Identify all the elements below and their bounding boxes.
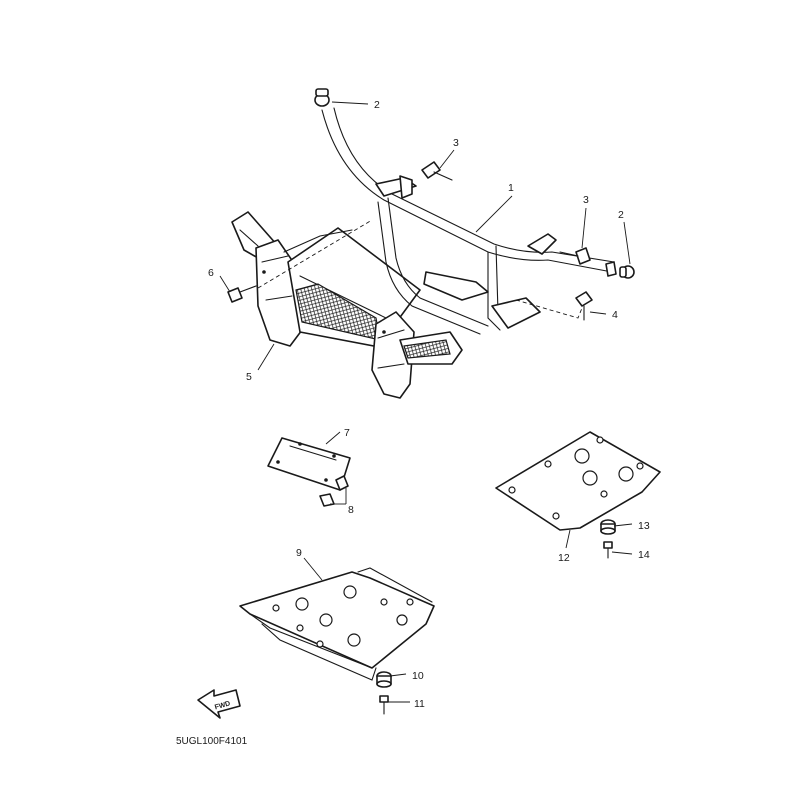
forward-direction-arrow-icon: FWD xyxy=(197,689,241,719)
callout-12: 12 xyxy=(558,552,570,564)
bolt-4 xyxy=(575,291,593,321)
collar-10 xyxy=(376,671,392,688)
bolt-3-left xyxy=(421,161,453,181)
callout-3-left: 3 xyxy=(453,137,459,149)
bolt-6 xyxy=(227,285,257,303)
diagram-code: 5UGL100F4101 xyxy=(176,736,248,747)
fwd-label: FWD xyxy=(214,700,231,711)
bolt-14 xyxy=(603,541,613,559)
callout-6: 6 xyxy=(208,267,214,279)
bolt-3-right xyxy=(559,247,591,265)
collar-13 xyxy=(600,519,616,535)
fastener-8 xyxy=(319,475,349,507)
callout-2-right: 2 xyxy=(618,209,624,221)
callout-2-left: 2 xyxy=(374,99,380,111)
skid-plate-9 xyxy=(239,567,435,681)
callout-3-right: 3 xyxy=(583,194,589,206)
bumper-tube xyxy=(321,107,617,335)
bolt-11 xyxy=(379,695,389,715)
skid-plate-12 xyxy=(495,431,661,531)
end-cap-right xyxy=(619,265,635,279)
leader-lines xyxy=(219,101,633,703)
callout-4: 4 xyxy=(612,309,618,321)
end-cap-left xyxy=(314,88,330,107)
callout-11: 11 xyxy=(414,698,425,710)
assembly-line-4 xyxy=(515,299,583,319)
front-bumper-guard xyxy=(231,211,463,399)
assembly-line-6 xyxy=(257,219,373,289)
callout-10: 10 xyxy=(412,670,424,682)
callout-13: 13 xyxy=(638,520,650,532)
callout-1: 1 xyxy=(508,182,514,194)
callout-7: 7 xyxy=(344,427,350,439)
callout-9: 9 xyxy=(296,547,302,559)
callout-14: 14 xyxy=(638,549,650,561)
callout-8: 8 xyxy=(348,504,354,516)
callout-5: 5 xyxy=(246,371,252,383)
